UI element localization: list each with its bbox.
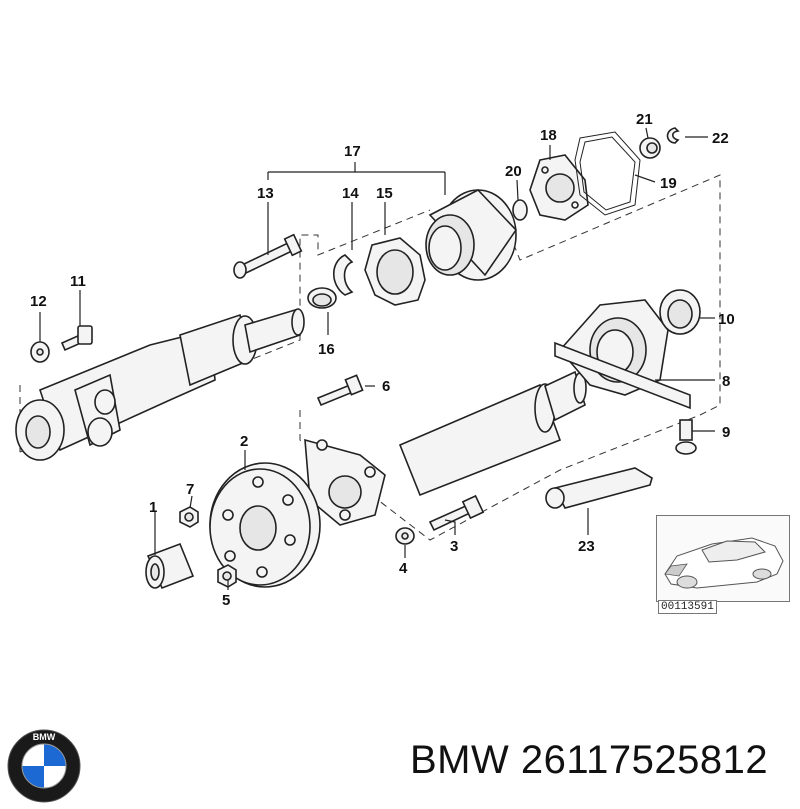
bmw-logo: BMW bbox=[6, 728, 82, 809]
part-number-caption: BMW 26117525812 bbox=[410, 738, 769, 782]
gasket-15 bbox=[364, 237, 426, 306]
callout-3: 3 bbox=[450, 538, 458, 555]
cap-21 bbox=[639, 137, 661, 159]
callout-14: 14 bbox=[342, 185, 359, 202]
seal-19 bbox=[574, 131, 641, 216]
clip-22 bbox=[666, 127, 680, 144]
front-driveshaft bbox=[15, 308, 305, 461]
plate-18 bbox=[529, 154, 589, 221]
vehicle-reference-thumbnail bbox=[656, 515, 790, 602]
logo-text: BMW bbox=[33, 732, 56, 742]
grease-tube-23 bbox=[545, 467, 653, 509]
bolt-13 bbox=[233, 233, 303, 279]
car-icon bbox=[664, 537, 784, 589]
callout-8: 8 bbox=[722, 373, 730, 390]
callout-6: 6 bbox=[382, 378, 390, 395]
washer-12 bbox=[30, 341, 50, 363]
reference-number: 00113591 bbox=[658, 600, 717, 614]
callout-labels: 17 13 14 15 16 12 11 6 2 1 7 5 4 3 23 8 … bbox=[30, 111, 735, 609]
callout-1: 1 bbox=[149, 499, 157, 516]
callout-21: 21 bbox=[636, 111, 653, 128]
callout-17: 17 bbox=[344, 143, 361, 160]
seal-10 bbox=[659, 289, 701, 335]
nut-5 bbox=[217, 564, 237, 588]
flange-17 bbox=[425, 189, 518, 281]
callout-11: 11 bbox=[70, 273, 86, 290]
bolt-6 bbox=[316, 374, 364, 407]
circlip-14 bbox=[332, 254, 354, 296]
ring-20 bbox=[512, 199, 528, 221]
bolt-3 bbox=[428, 494, 485, 532]
flex-disc bbox=[209, 462, 321, 588]
clamp-16 bbox=[307, 287, 337, 309]
callout-13: 13 bbox=[257, 185, 274, 202]
callout-19: 19 bbox=[660, 175, 677, 192]
callout-15: 15 bbox=[376, 185, 393, 202]
callout-7: 7 bbox=[186, 481, 194, 498]
rear-driveshaft bbox=[304, 370, 587, 526]
callout-16: 16 bbox=[318, 341, 335, 358]
callout-5: 5 bbox=[222, 592, 230, 609]
callout-23: 23 bbox=[578, 538, 595, 555]
sleeve bbox=[145, 542, 195, 590]
washer-4 bbox=[395, 527, 415, 545]
bolt-11 bbox=[60, 325, 93, 352]
bolt-9 bbox=[675, 419, 697, 455]
center-bearing-8 bbox=[554, 299, 691, 410]
callout-2: 2 bbox=[240, 433, 248, 450]
callout-9: 9 bbox=[722, 424, 730, 441]
callout-18: 18 bbox=[540, 127, 557, 144]
leader-lines bbox=[39, 127, 715, 590]
callout-20: 20 bbox=[505, 163, 522, 180]
callout-4: 4 bbox=[399, 560, 408, 577]
callout-22: 22 bbox=[712, 130, 729, 147]
bmw-roundel-icon: BMW bbox=[7, 729, 81, 803]
callout-12: 12 bbox=[30, 293, 47, 310]
callout-10: 10 bbox=[718, 311, 735, 328]
nut-7 bbox=[179, 506, 199, 528]
